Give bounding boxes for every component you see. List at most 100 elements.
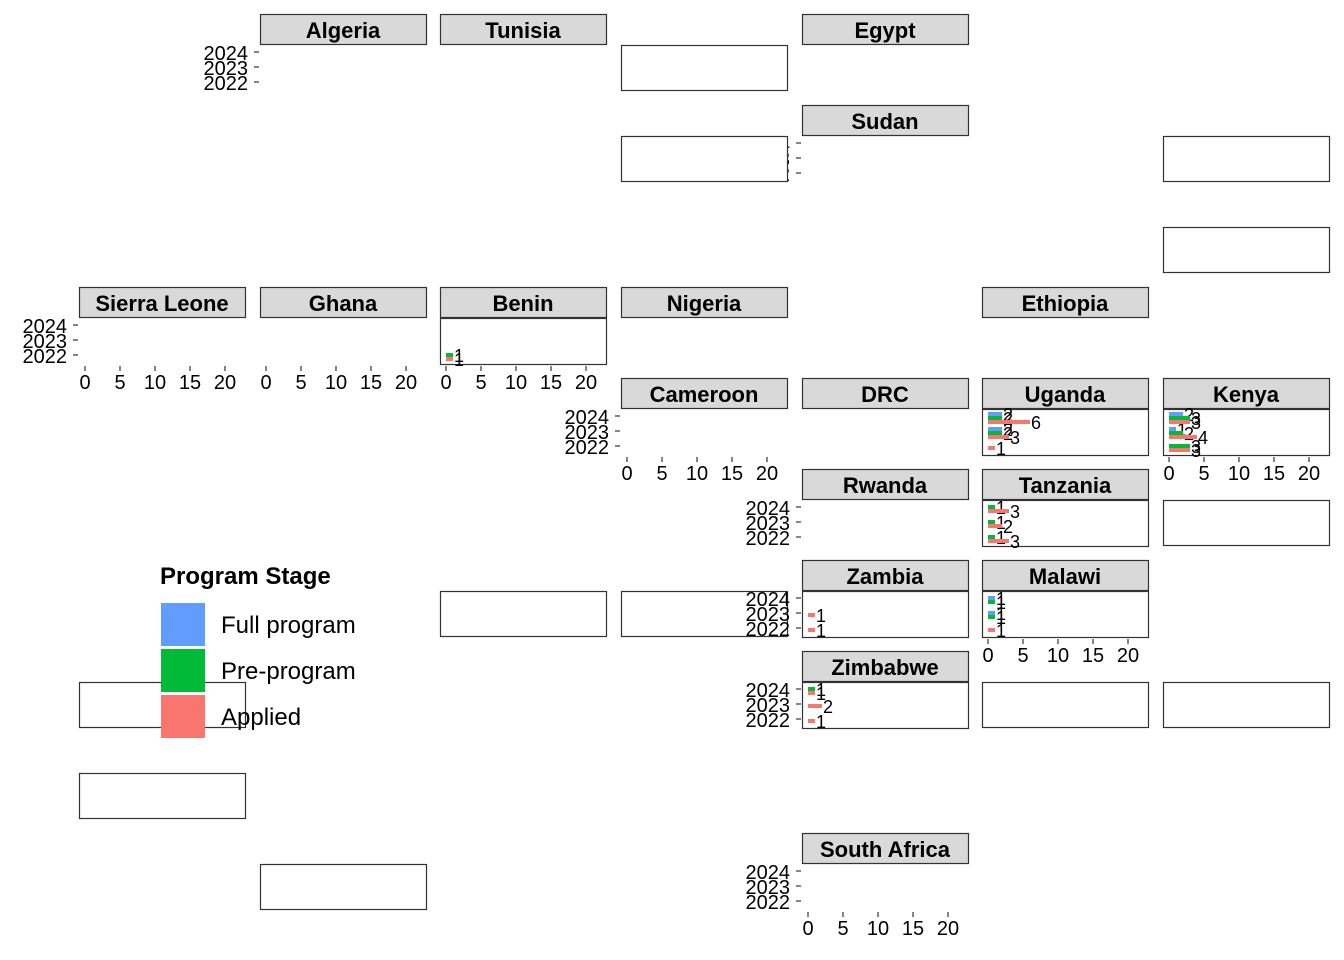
y-tick-label: 2022 bbox=[23, 346, 68, 368]
x-tick-label: 20 bbox=[395, 372, 417, 394]
bar-uganda-2022-applied bbox=[988, 446, 995, 450]
bar-label: 2 bbox=[1003, 405, 1013, 425]
strip-label: Sierra Leone bbox=[95, 291, 228, 316]
bar-label: 1 bbox=[816, 621, 826, 641]
panel-blank bbox=[259, 863, 428, 911]
strip-label: Tanzania bbox=[1019, 473, 1112, 498]
bar-benin-2022-applied bbox=[446, 357, 453, 361]
y-tick-label: 2023 bbox=[565, 422, 610, 444]
bar-label: 3 bbox=[1191, 437, 1201, 457]
bar-label: 1 bbox=[996, 513, 1006, 533]
strip-label: Tunisia bbox=[485, 18, 561, 43]
strip-background bbox=[620, 286, 789, 319]
strip-label: Egypt bbox=[854, 18, 916, 43]
bar-uganda-2023-pre bbox=[988, 431, 1002, 435]
y-tick-label: 2023 bbox=[204, 58, 249, 80]
bar-label: 1 bbox=[996, 589, 1006, 609]
panel-blank bbox=[78, 772, 247, 820]
y-tick-label: 2022 bbox=[746, 710, 791, 732]
bar-label: 6 bbox=[1031, 413, 1041, 433]
strip-background bbox=[801, 377, 970, 410]
y-tick-label: 2023 bbox=[746, 513, 791, 535]
strip-background bbox=[801, 559, 970, 592]
bar-label: 1 bbox=[816, 684, 826, 704]
panel-tunisia: Tunisia bbox=[439, 13, 608, 46]
bar-label: 1 bbox=[454, 350, 464, 370]
x-tick-label: 10 bbox=[867, 918, 889, 940]
panel-egypt: Egypt bbox=[801, 13, 970, 46]
strip-label: Benin bbox=[492, 291, 553, 316]
bar-label: 2 bbox=[823, 697, 833, 717]
strip-background bbox=[981, 286, 1150, 319]
x-tick-label: 0 bbox=[621, 463, 632, 485]
bar-uganda-2024-pre bbox=[988, 416, 1002, 420]
bar-label: 1 bbox=[996, 593, 1006, 613]
panel-border bbox=[981, 681, 1150, 729]
bar-tanzania-2024-applied bbox=[988, 509, 1009, 513]
panel-border bbox=[620, 44, 789, 92]
bar-uganda-2023-full bbox=[988, 427, 1002, 431]
strip-background bbox=[801, 13, 970, 46]
bar-label: 4 bbox=[1198, 428, 1208, 448]
legend-label: Full program bbox=[221, 612, 356, 639]
bar-zimbabwe-2024-pre bbox=[808, 687, 815, 691]
x-tick-label: 0 bbox=[260, 372, 271, 394]
x-tick-label: 5 bbox=[475, 372, 486, 394]
legend-key-pre bbox=[161, 649, 205, 692]
strip-label: Nigeria bbox=[667, 291, 742, 316]
x-tick-label: 5 bbox=[114, 372, 125, 394]
y-tick-label: 2024 bbox=[565, 407, 610, 429]
bar-uganda-2024-applied bbox=[988, 420, 1030, 424]
x-tick-label: 15 bbox=[721, 463, 743, 485]
y-tick-label: 2022 bbox=[565, 437, 610, 459]
bar-label: 1 bbox=[996, 439, 1006, 459]
y-tick-label: 2024 bbox=[746, 589, 791, 611]
strip-background bbox=[1162, 377, 1331, 410]
panel-border bbox=[981, 408, 1150, 457]
strip-label: Rwanda bbox=[843, 473, 928, 498]
strip-background bbox=[620, 377, 789, 410]
panel-border bbox=[439, 590, 608, 638]
bar-label: 3 bbox=[1191, 413, 1201, 433]
strip-background bbox=[801, 104, 970, 137]
strip-label: Ethiopia bbox=[1022, 291, 1110, 316]
panel-blank bbox=[439, 590, 608, 638]
x-tick-label: 10 bbox=[505, 372, 527, 394]
x-tick-label: 5 bbox=[656, 463, 667, 485]
bar-kenya-2022-applied bbox=[1169, 448, 1190, 452]
panel-border bbox=[620, 590, 789, 638]
y-tick-label: 2024 bbox=[746, 862, 791, 884]
panel-blank bbox=[1162, 135, 1331, 183]
panel-border bbox=[981, 499, 1150, 548]
strip-background bbox=[259, 286, 428, 319]
bar-label: 3 bbox=[1010, 428, 1020, 448]
strip-background bbox=[259, 13, 428, 46]
x-tick-label: 10 bbox=[686, 463, 708, 485]
bar-malawi-2024-full bbox=[988, 596, 995, 600]
x-tick-label: 20 bbox=[756, 463, 778, 485]
strip-label: Kenya bbox=[1213, 382, 1280, 407]
strip-background bbox=[981, 559, 1150, 592]
strip-label: Sudan bbox=[851, 109, 918, 134]
x-tick-label: 10 bbox=[144, 372, 166, 394]
x-tick-label: 20 bbox=[1117, 645, 1139, 667]
bar-label: 3 bbox=[1010, 502, 1020, 522]
bar-zambia-2023-applied bbox=[808, 613, 815, 617]
panel-nigeria: Nigeria bbox=[620, 286, 789, 319]
x-tick-label: 0 bbox=[1163, 463, 1174, 485]
y-tick-label: 2022 bbox=[204, 73, 249, 95]
y-tick-label: 2024 bbox=[204, 43, 249, 65]
x-tick-label: 0 bbox=[79, 372, 90, 394]
x-tick-label: 10 bbox=[325, 372, 347, 394]
strip-background bbox=[801, 832, 970, 865]
bar-tanzania-2022-applied bbox=[988, 539, 1009, 543]
panel-border bbox=[1162, 499, 1331, 547]
y-tick-label: 2023 bbox=[746, 695, 791, 717]
